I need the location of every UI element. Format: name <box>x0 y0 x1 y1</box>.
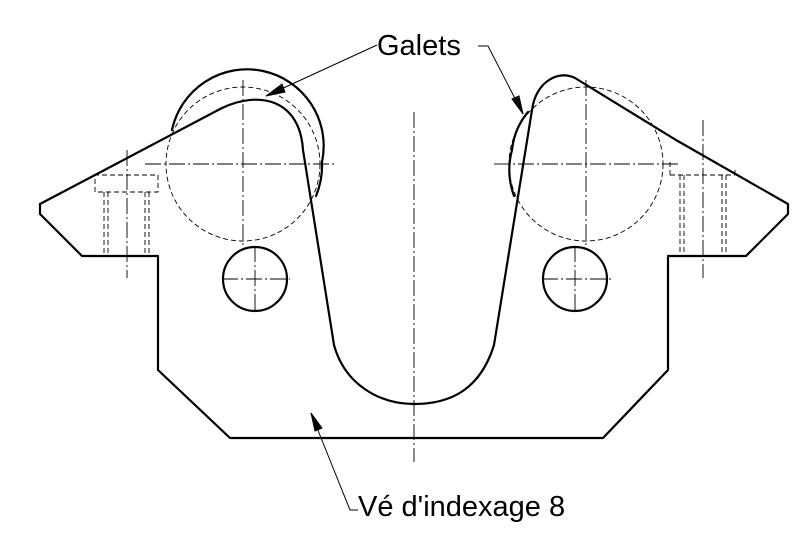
galets-arrow-right <box>511 95 524 115</box>
vee-label: Vé d'indexage 8 <box>358 491 565 523</box>
vee-body-outline <box>38 138 790 440</box>
galets-leader-left <box>265 44 378 97</box>
galets-arrow-left <box>265 83 286 97</box>
left-tapped-hole <box>94 150 159 278</box>
vee-arrow <box>310 412 323 432</box>
left-flank <box>38 106 224 206</box>
right-tapped-hole <box>669 120 736 278</box>
right-roller-edge <box>508 148 516 198</box>
vee-groove-profile <box>220 74 678 406</box>
galets-label: Galets <box>377 30 461 62</box>
left-roller-visible <box>170 68 325 198</box>
right-roller-visible <box>510 110 530 152</box>
galets-leader-right <box>478 45 524 115</box>
vee-leader <box>310 412 358 511</box>
